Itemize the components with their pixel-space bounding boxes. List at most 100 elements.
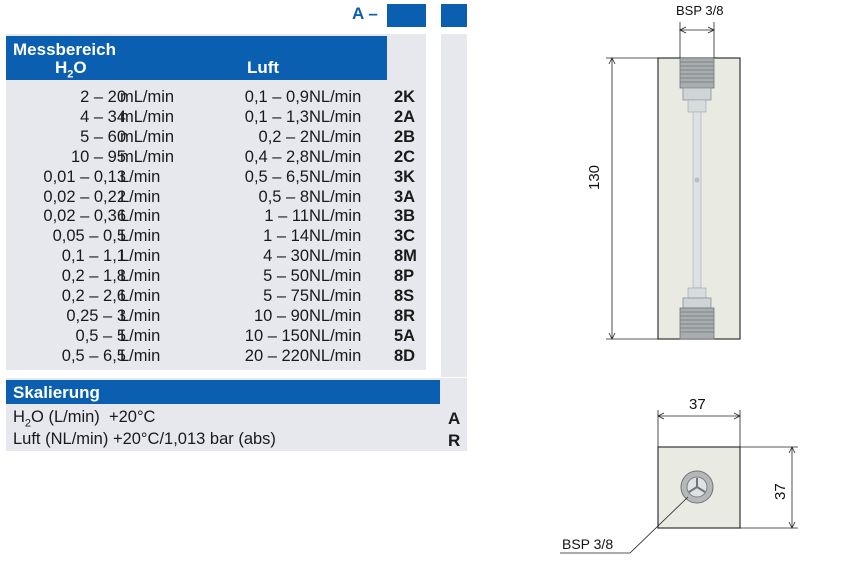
range-h2o-value: 5 – 60 xyxy=(80,127,126,146)
float xyxy=(694,177,700,183)
range-luft-value: 1 – 11 xyxy=(264,207,309,226)
thread-top-label: BSP 3/8 xyxy=(676,3,724,18)
range-luft-value: 4 – 30 xyxy=(263,247,309,266)
range-order-code: 3B xyxy=(394,207,416,226)
measuring-tube xyxy=(692,111,702,289)
range-luft-unit: NL/min xyxy=(309,88,362,106)
range-luft-unit: NL/min xyxy=(309,267,362,286)
range-h2o-value: 0,25 – 3 xyxy=(66,306,126,325)
range-order-code: 2K xyxy=(394,88,416,106)
scaling-table-title: Skalierung xyxy=(13,383,100,402)
range-order-code: 2A xyxy=(394,107,416,126)
h2o-h: H xyxy=(55,58,68,77)
range-order-code: 5A xyxy=(394,326,416,345)
range-luft-value: 0,4 – 2,8 xyxy=(244,147,309,166)
range-h2o-unit: mL/min xyxy=(120,88,175,106)
order-code-prefix: A – xyxy=(352,4,378,23)
range-order-code: 8R xyxy=(394,306,416,325)
range-table-header xyxy=(6,36,387,80)
range-h2o-unit: L/min xyxy=(120,326,161,345)
range-luft-unit: NL/min xyxy=(309,207,362,226)
range-luft-unit: NL/min xyxy=(309,227,362,246)
range-h2o-value: 0,2 – 2,6 xyxy=(61,287,126,305)
range-table-background xyxy=(6,34,426,370)
range-col-luft: Luft xyxy=(247,58,280,77)
range-order-code: 8P xyxy=(394,267,415,286)
range-luft-unit: NL/min xyxy=(309,346,362,365)
range-luft-unit: NL/min xyxy=(309,127,362,146)
range-h2o-unit: L/min xyxy=(120,247,161,266)
range-order-code: 3C xyxy=(394,227,416,246)
range-h2o-unit: L/min xyxy=(120,306,161,325)
range-luft-unit: NL/min xyxy=(309,167,362,186)
range-order-code: 8S xyxy=(394,287,415,305)
range-h2o-unit: mL/min xyxy=(120,127,175,146)
thread-bottom-label: BSP 3/8 xyxy=(562,536,614,552)
range-h2o-value: 4 – 34 xyxy=(80,107,126,126)
range-h2o-unit: mL/min xyxy=(120,147,175,166)
range-order-code: 3K xyxy=(394,167,416,186)
scaling-row-h2o-pre: H xyxy=(13,408,25,426)
range-luft-value: 10 – 150 xyxy=(244,326,309,345)
scaling-code-r: R xyxy=(448,431,461,450)
width-dimension-label: 37 xyxy=(689,396,706,413)
range-h2o-unit: L/min xyxy=(120,227,161,246)
scaling-column-strip xyxy=(441,34,467,377)
range-h2o-value: 2 – 20 xyxy=(80,88,126,106)
range-luft-unit: NL/min xyxy=(309,107,362,126)
range-h2o-unit: L/min xyxy=(120,207,161,226)
range-h2o-value: 0,02 – 0,22 xyxy=(43,187,126,206)
range-luft-unit: NL/min xyxy=(309,247,362,266)
range-h2o-value: 0,05 – 0,5 xyxy=(52,227,126,246)
range-h2o-value: 0,01 – 0,13 xyxy=(43,167,126,186)
range-luft-value: 0,1 – 1,3 xyxy=(244,107,309,126)
range-luft-unit: NL/min xyxy=(309,147,362,166)
range-h2o-value: 0,5 – 6,5 xyxy=(61,346,126,365)
scaling-row-h2o: H2O (L/min) +20°C xyxy=(13,408,155,429)
range-luft-value: 0,5 – 8 xyxy=(258,187,309,206)
range-h2o-unit: L/min xyxy=(120,267,161,286)
range-h2o-value: 0,2 – 1,8 xyxy=(61,267,126,286)
h2o-o: O xyxy=(73,58,87,77)
range-luft-unit: NL/min xyxy=(309,326,362,345)
scaling-row-h2o-post: O (L/min) +20°C xyxy=(31,408,156,426)
range-order-code: 2C xyxy=(394,147,416,166)
range-luft-value: 1 – 14 xyxy=(263,227,309,246)
range-h2o-unit: L/min xyxy=(120,287,161,305)
h2o-sub: 2 xyxy=(67,68,74,81)
scaling-row-h2o-sub: 2 xyxy=(24,417,32,430)
range-luft-value: 0,2 – 2 xyxy=(258,127,309,146)
range-order-code: 3A xyxy=(394,187,416,206)
range-luft-unit: NL/min xyxy=(309,187,362,206)
range-h2o-value: 0,5 – 5 xyxy=(75,326,126,345)
scaling-table-header xyxy=(6,380,440,404)
range-h2o-unit: mL/min xyxy=(120,107,175,126)
range-luft-value: 5 – 75 xyxy=(263,287,309,305)
range-col-h2o: H2O xyxy=(55,58,87,80)
range-luft-value: 5 – 50 xyxy=(263,267,309,286)
range-h2o-unit: L/min xyxy=(120,167,161,186)
range-h2o-value: 10 – 95 xyxy=(70,147,126,166)
range-luft-value: 0,5 – 6,5 xyxy=(244,167,309,186)
range-h2o-unit: L/min xyxy=(120,187,161,206)
height-dimension-label: 130 xyxy=(586,164,603,190)
range-order-code: 2B xyxy=(394,127,416,146)
range-luft-unit: NL/min xyxy=(309,287,362,305)
range-table-title: Messbereich xyxy=(13,40,116,59)
order-code-box-range xyxy=(387,4,426,27)
range-order-code: 8D xyxy=(394,346,416,365)
range-luft-value: 20 – 220 xyxy=(244,346,309,365)
